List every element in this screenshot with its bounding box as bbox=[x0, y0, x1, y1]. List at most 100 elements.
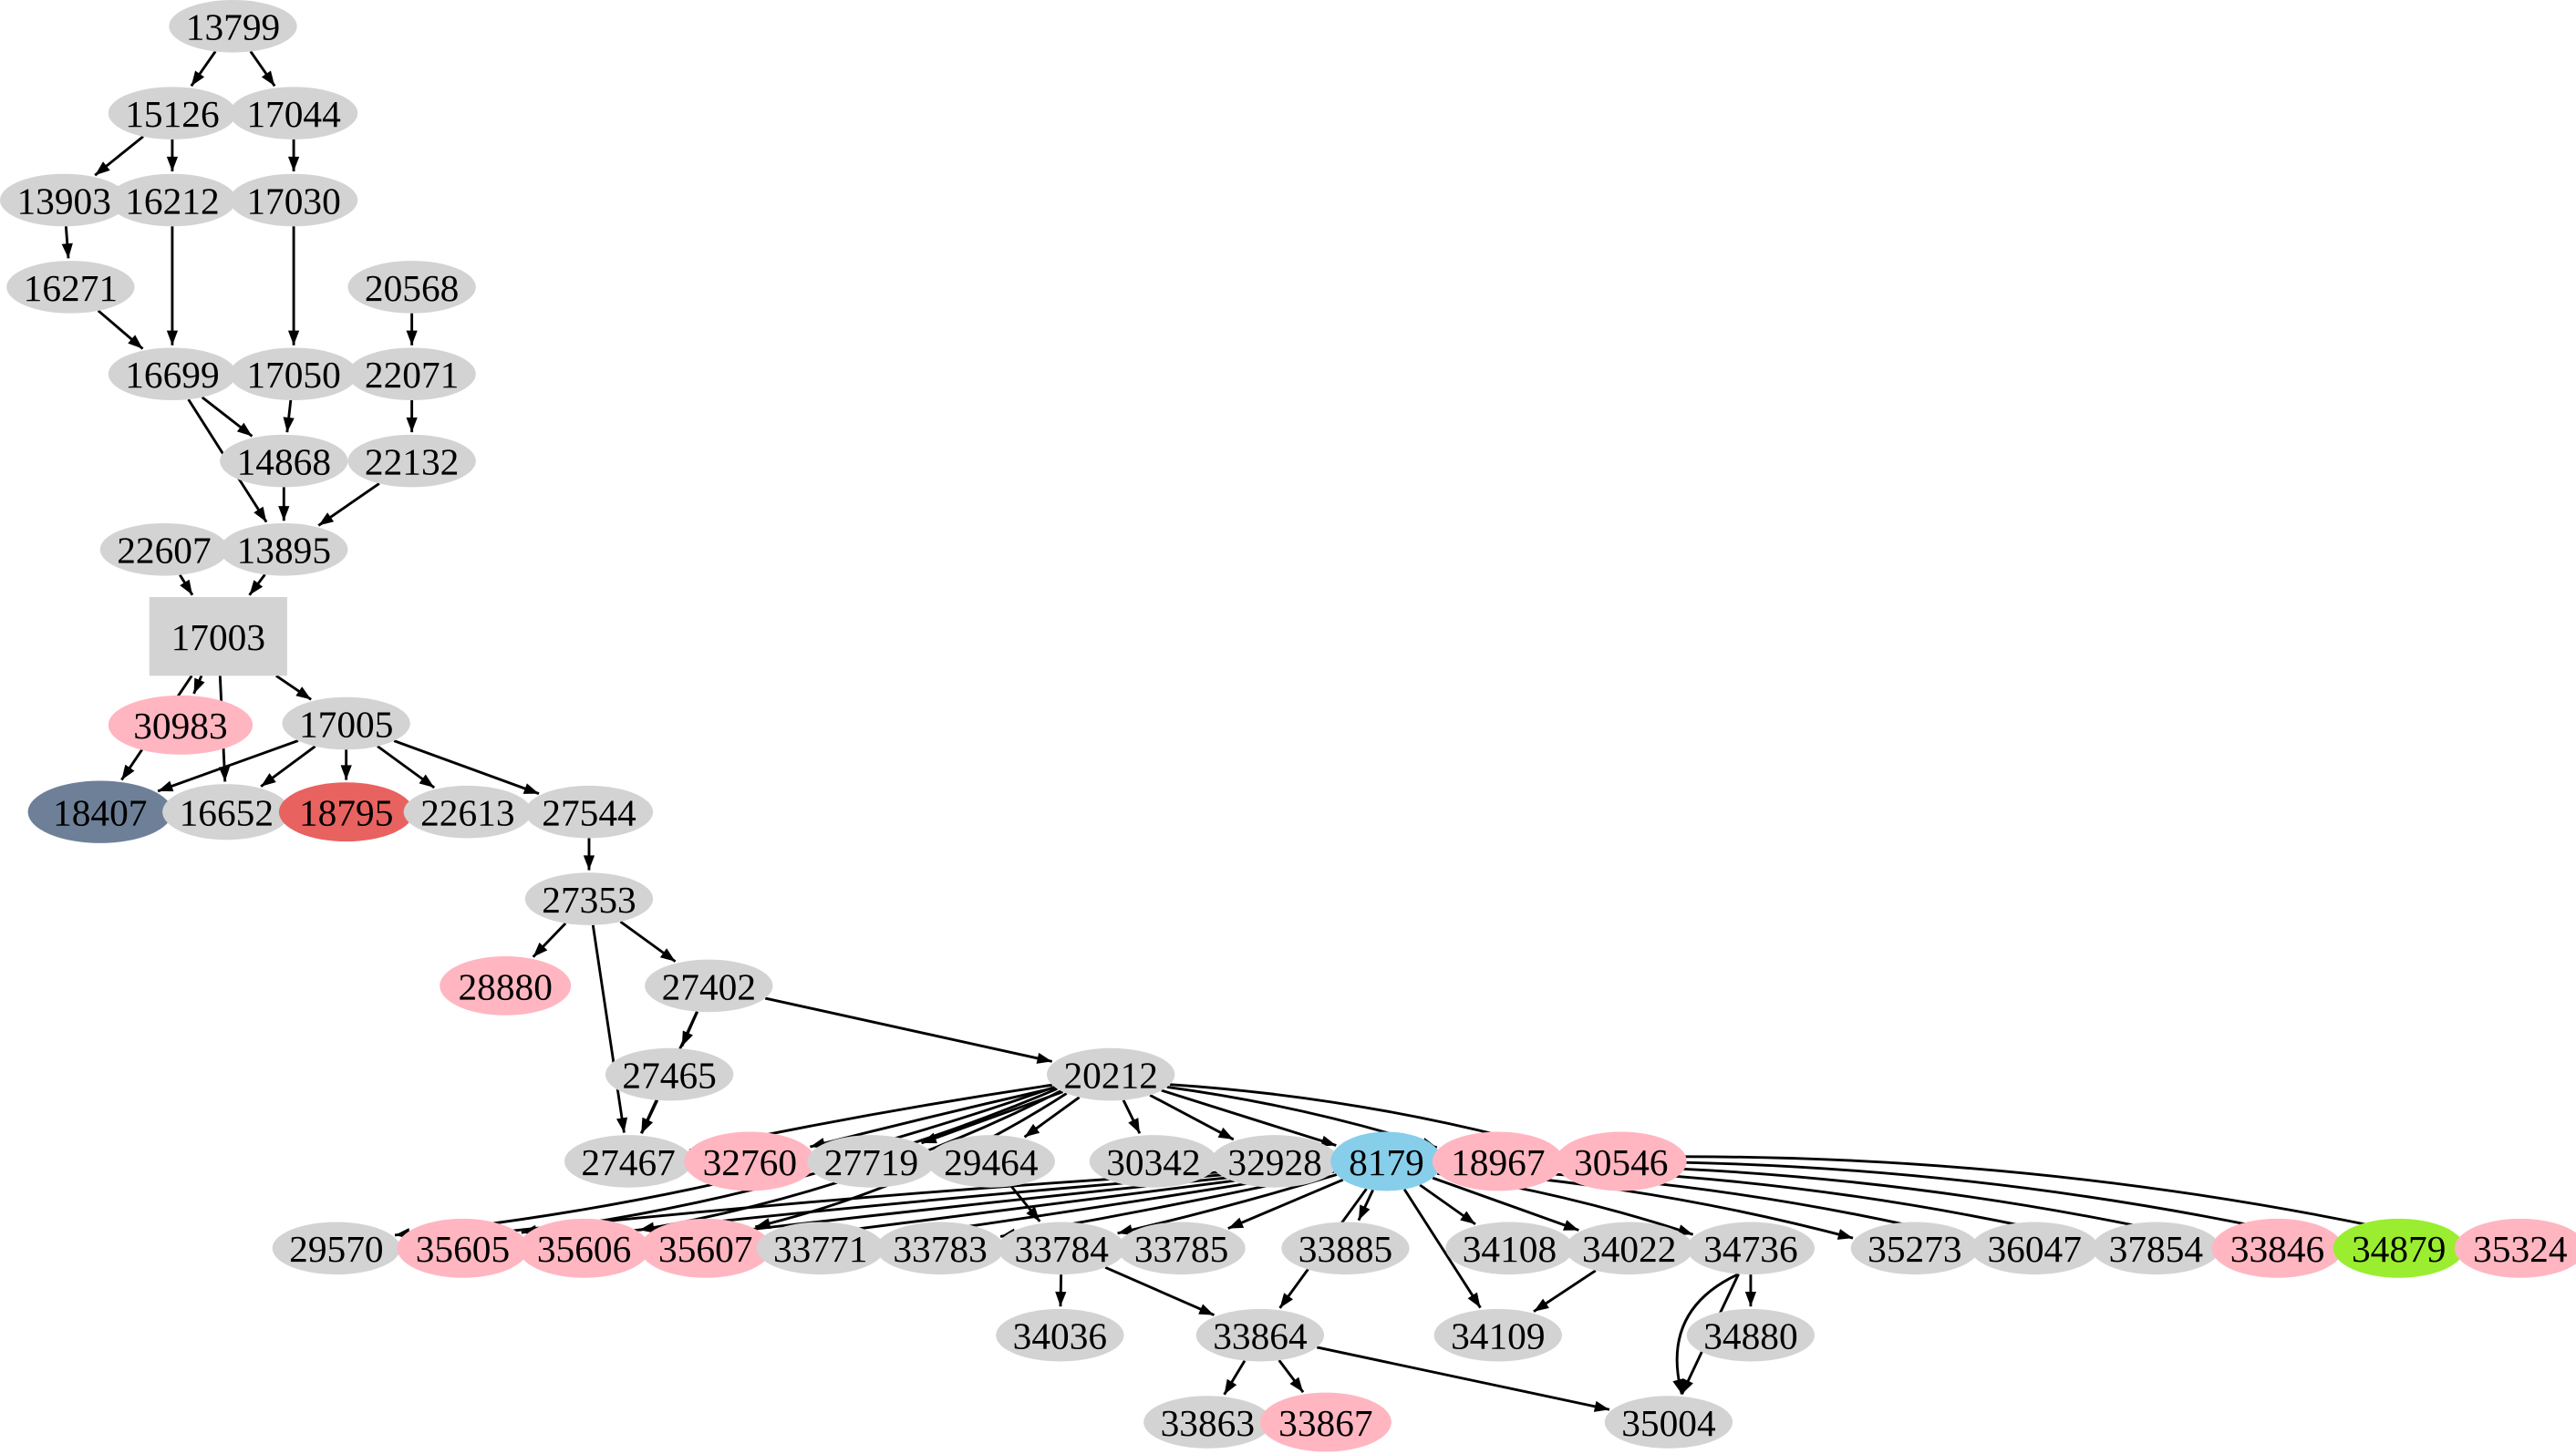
node-ellipse[interactable] bbox=[756, 1222, 885, 1275]
graph-node-33867[interactable]: 33867 bbox=[1259, 1392, 1391, 1452]
graph-node-37854[interactable]: 37854 bbox=[2092, 1222, 2220, 1275]
graph-node-27467[interactable]: 27467 bbox=[564, 1135, 693, 1188]
graph-node-22132[interactable]: 22132 bbox=[347, 434, 476, 488]
graph-node-29464[interactable]: 29464 bbox=[926, 1135, 1055, 1188]
node-ellipse[interactable] bbox=[347, 347, 476, 401]
graph-node-22613[interactable]: 22613 bbox=[403, 785, 532, 839]
node-ellipse[interactable] bbox=[807, 1135, 936, 1188]
node-ellipse[interactable] bbox=[229, 347, 358, 401]
node-ellipse[interactable] bbox=[278, 782, 414, 842]
graph-node-35004[interactable]: 35004 bbox=[1604, 1396, 1733, 1449]
graph-node-20568[interactable]: 20568 bbox=[347, 261, 476, 314]
graph-node-17003[interactable]: 17003 bbox=[149, 596, 287, 676]
graph-node-17050[interactable]: 17050 bbox=[229, 347, 358, 401]
graph-node-32928[interactable]: 32928 bbox=[1210, 1135, 1340, 1188]
graph-node-35607[interactable]: 35607 bbox=[639, 1218, 771, 1278]
graph-node-16652[interactable]: 16652 bbox=[162, 784, 291, 840]
node-ellipse[interactable] bbox=[875, 1222, 1005, 1275]
node-ellipse[interactable] bbox=[99, 522, 229, 576]
graph-node-35273[interactable]: 35273 bbox=[1850, 1222, 1980, 1275]
graph-node-35605[interactable]: 35605 bbox=[397, 1218, 529, 1278]
graph-node-27465[interactable]: 27465 bbox=[605, 1047, 734, 1101]
node-ellipse[interactable] bbox=[1971, 1222, 2099, 1275]
graph-node-34022[interactable]: 34022 bbox=[1565, 1222, 1693, 1275]
node-ellipse[interactable] bbox=[347, 261, 476, 314]
node-ellipse[interactable] bbox=[1117, 1222, 1246, 1275]
graph-node-33864[interactable]: 33864 bbox=[1195, 1308, 1325, 1362]
node-ellipse[interactable] bbox=[397, 1218, 529, 1278]
graph-node-33784[interactable]: 33784 bbox=[998, 1222, 1126, 1275]
graph-node-33785[interactable]: 33785 bbox=[1117, 1222, 1246, 1275]
graph-node-36047[interactable]: 36047 bbox=[1971, 1222, 2099, 1275]
node-ellipse[interactable] bbox=[1686, 1308, 1816, 1362]
graph-node-34880[interactable]: 34880 bbox=[1686, 1308, 1816, 1362]
graph-node-30983[interactable]: 30983 bbox=[108, 695, 253, 755]
graph-node-35324[interactable]: 35324 bbox=[2454, 1218, 2576, 1278]
graph-node-17030[interactable]: 17030 bbox=[229, 173, 358, 227]
graph-node-34108[interactable]: 34108 bbox=[1445, 1222, 1574, 1275]
graph-node-33885[interactable]: 33885 bbox=[1281, 1222, 1410, 1275]
node-ellipse[interactable] bbox=[524, 785, 654, 839]
node-ellipse[interactable] bbox=[229, 173, 358, 227]
graph-node-8179[interactable]: 8179 bbox=[1330, 1131, 1443, 1191]
node-ellipse[interactable] bbox=[1433, 1308, 1562, 1362]
graph-node-13895[interactable]: 13895 bbox=[220, 522, 348, 576]
node-ellipse[interactable] bbox=[440, 956, 572, 1016]
graph-node-27353[interactable]: 27353 bbox=[524, 872, 654, 925]
node-ellipse[interactable] bbox=[1089, 1135, 1218, 1188]
node-ellipse[interactable] bbox=[1330, 1131, 1443, 1191]
node-ellipse[interactable] bbox=[1195, 1308, 1325, 1362]
node-ellipse[interactable] bbox=[1445, 1222, 1574, 1275]
graph-node-18407[interactable]: 18407 bbox=[27, 780, 172, 843]
node-ellipse[interactable] bbox=[1686, 1222, 1816, 1275]
graph-node-18967[interactable]: 18967 bbox=[1432, 1131, 1564, 1191]
node-ellipse[interactable] bbox=[1604, 1396, 1733, 1449]
node-ellipse[interactable] bbox=[108, 695, 253, 755]
node-ellipse[interactable] bbox=[2211, 1218, 2343, 1278]
graph-node-34036[interactable]: 34036 bbox=[996, 1308, 1124, 1362]
graph-node-34879[interactable]: 34879 bbox=[2333, 1218, 2465, 1278]
node-ellipse[interactable] bbox=[1046, 1047, 1175, 1101]
graph-node-34109[interactable]: 34109 bbox=[1433, 1308, 1562, 1362]
node-ellipse[interactable] bbox=[272, 1222, 401, 1275]
graph-node-33863[interactable]: 33863 bbox=[1143, 1396, 1272, 1449]
node-ellipse[interactable] bbox=[1210, 1135, 1340, 1188]
node-ellipse[interactable] bbox=[1565, 1222, 1693, 1275]
node-ellipse[interactable] bbox=[347, 434, 476, 488]
graph-node-15126[interactable]: 15126 bbox=[108, 87, 237, 139]
graph-node-29570[interactable]: 29570 bbox=[272, 1222, 401, 1275]
node-ellipse[interactable] bbox=[1281, 1222, 1410, 1275]
graph-node-16212[interactable]: 16212 bbox=[108, 173, 237, 227]
graph-node-32760[interactable]: 32760 bbox=[684, 1131, 816, 1191]
node-ellipse[interactable] bbox=[564, 1135, 693, 1188]
node-ellipse[interactable] bbox=[605, 1047, 734, 1101]
node-ellipse[interactable] bbox=[27, 780, 172, 843]
graph-node-30342[interactable]: 30342 bbox=[1089, 1135, 1218, 1188]
graph-node-30546[interactable]: 30546 bbox=[1555, 1131, 1687, 1191]
node-ellipse[interactable] bbox=[1432, 1131, 1564, 1191]
node-ellipse[interactable] bbox=[645, 959, 773, 1013]
node-ellipse[interactable] bbox=[998, 1222, 1126, 1275]
graph-node-20212[interactable]: 20212 bbox=[1046, 1047, 1175, 1101]
node-ellipse[interactable] bbox=[1143, 1396, 1272, 1449]
node-ellipse[interactable] bbox=[996, 1308, 1124, 1362]
graph-node-17005[interactable]: 17005 bbox=[282, 696, 410, 750]
node-ellipse[interactable] bbox=[108, 87, 237, 139]
graph-node-27544[interactable]: 27544 bbox=[524, 785, 654, 839]
node-ellipse[interactable] bbox=[282, 696, 410, 750]
graph-node-22607[interactable]: 22607 bbox=[99, 522, 229, 576]
graph-node-27402[interactable]: 27402 bbox=[645, 959, 773, 1013]
graph-node-28880[interactable]: 28880 bbox=[440, 956, 572, 1016]
graph-node-16699[interactable]: 16699 bbox=[108, 347, 237, 401]
graph-node-13799[interactable]: 13799 bbox=[169, 0, 297, 53]
node-ellipse[interactable] bbox=[518, 1218, 650, 1278]
node-ellipse[interactable] bbox=[220, 434, 348, 488]
graph-node-16271[interactable]: 16271 bbox=[6, 261, 135, 314]
node-ellipse[interactable] bbox=[162, 784, 291, 840]
graph-node-33771[interactable]: 33771 bbox=[756, 1222, 885, 1275]
node-ellipse[interactable] bbox=[684, 1131, 816, 1191]
node-ellipse[interactable] bbox=[229, 87, 358, 139]
node-ellipse[interactable] bbox=[403, 785, 532, 839]
node-ellipse[interactable] bbox=[6, 261, 135, 314]
node-ellipse[interactable] bbox=[108, 347, 237, 401]
